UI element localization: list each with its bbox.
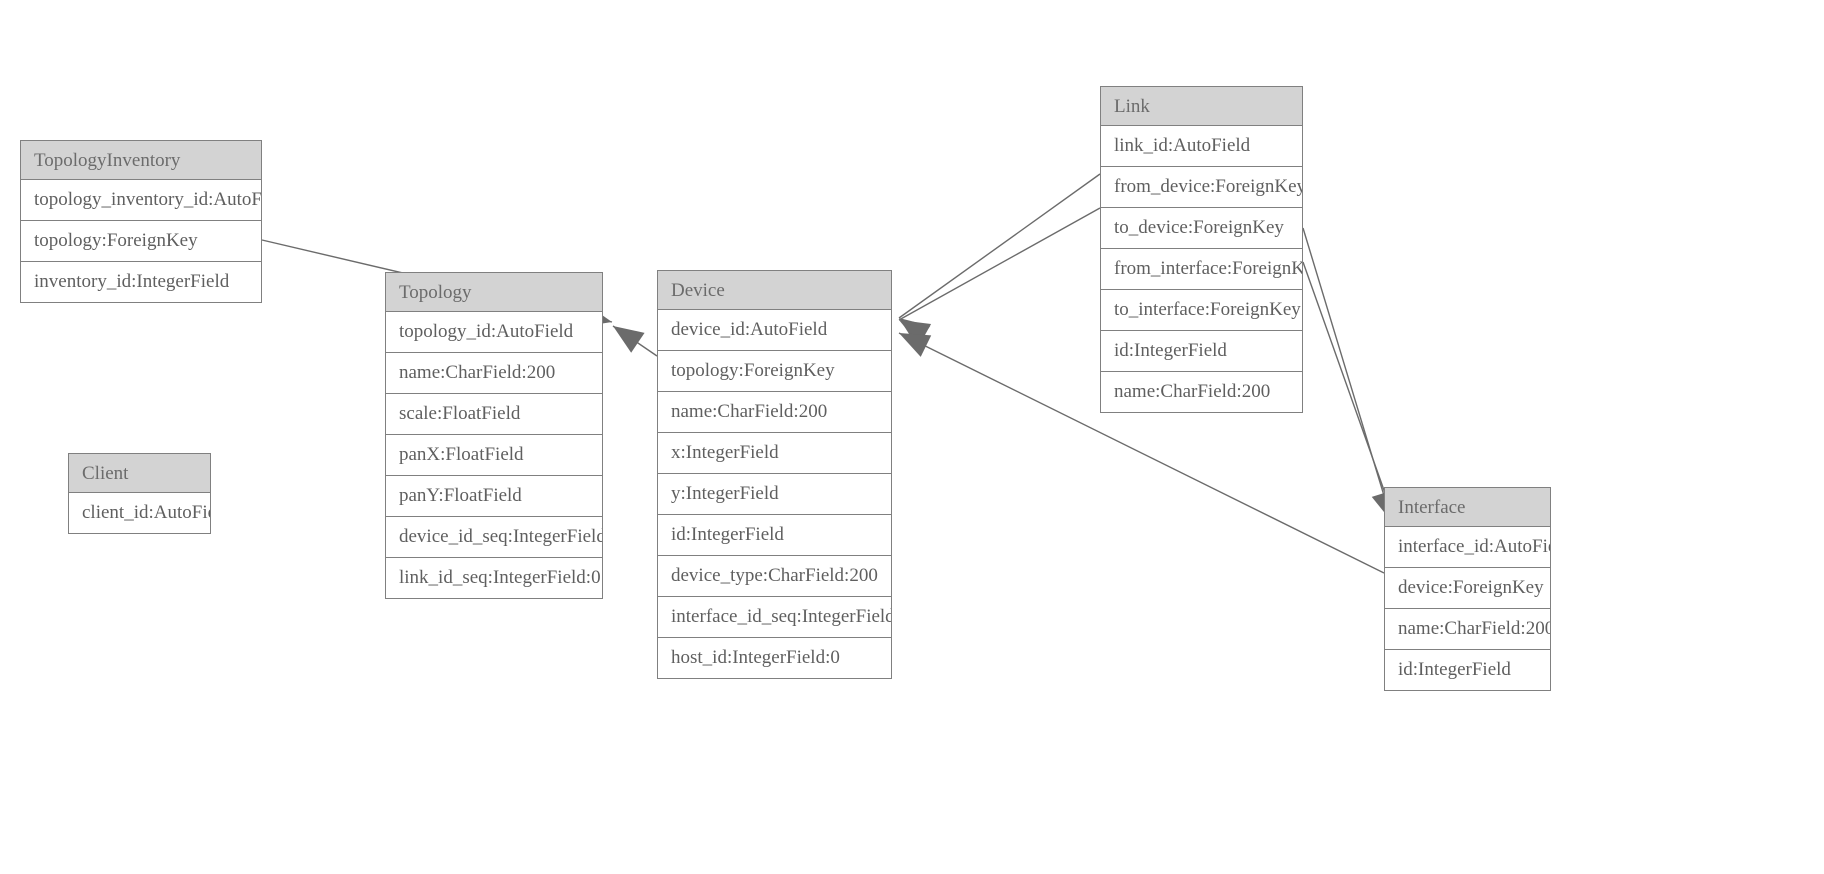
entity-field-row[interactable]: device_id_seq:IntegerField:0 [386,517,602,558]
entity-field-row[interactable]: link_id_seq:IntegerField:0 [386,558,602,599]
entity-field-row[interactable]: topology:ForeignKey [658,351,891,392]
entity-field-row[interactable]: to_interface:ForeignKey [1101,290,1302,331]
entity-title-interface: Interface [1385,487,1550,527]
entity-title-client: Client [69,453,210,493]
entity-field-row[interactable]: from_interface:ForeignKey [1101,249,1302,290]
entity-field-row[interactable]: topology_id:AutoField [386,312,602,353]
entity-field-row[interactable]: device_type:CharField:200 [658,556,891,597]
entity-field-row[interactable]: interface_id:AutoField [1385,527,1550,568]
entity-field-row[interactable]: name:CharField:200 [386,353,602,394]
relationship-edge [612,325,658,357]
entity-field-row[interactable]: topology_inventory_id:AutoField [21,180,261,221]
entity-field-row[interactable]: y:IntegerField [658,474,891,515]
entity-field-row[interactable]: device_id:AutoField [658,310,891,351]
entity-interface[interactable]: Interfaceinterface_id:AutoFielddevice:Fo… [1384,487,1551,691]
entity-field-row[interactable]: id:IntegerField [658,515,891,556]
entity-field-row[interactable]: id:IntegerField [1385,650,1550,691]
entity-field-row[interactable]: topology:ForeignKey [21,221,261,262]
entity-title-device: Device [658,270,891,310]
entity-title-topology: Topology [386,272,602,312]
entity-field-row[interactable]: interface_id_seq:IntegerField:0 [658,597,891,638]
entity-field-row[interactable]: link_id:AutoField [1101,126,1302,167]
entity-field-row[interactable]: id:IntegerField [1101,331,1302,372]
relationship-arrowhead [899,333,932,357]
relationship-arrowhead [613,326,645,353]
entity-field-row[interactable]: x:IntegerField [658,433,891,474]
entity-field-row[interactable]: name:CharField:200 [1101,372,1302,413]
entity-field-row[interactable]: to_device:ForeignKey [1101,208,1302,249]
entity-title-link: Link [1101,86,1302,126]
entity-field-row[interactable]: client_id:AutoField [69,493,210,534]
entity-field-row[interactable]: scale:FloatField [386,394,602,435]
entity-field-row[interactable]: host_id:IntegerField:0 [658,638,891,679]
entity-field-row[interactable]: device:ForeignKey [1385,568,1550,609]
relationship-edge [1302,227,1393,523]
relationship-edge [1302,261,1397,525]
entity-field-row[interactable]: from_device:ForeignKey [1101,167,1302,208]
relationship-arrowhead [899,318,931,346]
relationship-arrowhead [899,320,932,346]
entity-field-row[interactable]: inventory_id:IntegerField [21,262,261,303]
entity-field-row[interactable]: panX:FloatField [386,435,602,476]
entity-field-row[interactable]: name:CharField:200 [658,392,891,433]
entity-field-row[interactable]: panY:FloatField [386,476,602,517]
relationship-edge [898,207,1101,321]
relationship-edge [898,173,1101,319]
entity-field-row[interactable]: name:CharField:200 [1385,609,1550,650]
entity-title-topologyinventory: TopologyInventory [21,140,261,180]
